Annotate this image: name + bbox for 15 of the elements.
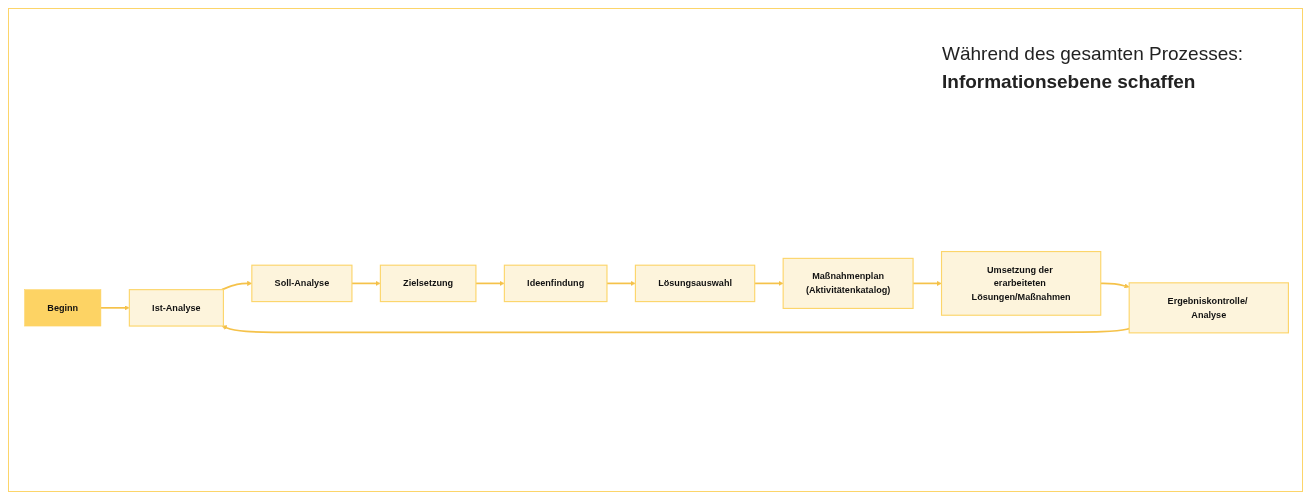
node-box: Ergebniskontrolle/ Analyse <box>1128 282 1289 334</box>
arrow <box>606 281 636 287</box>
node-box: Lösungsauswahl <box>634 264 756 303</box>
node-box: Soll-Analyse <box>251 264 353 303</box>
arrow <box>351 281 381 287</box>
arrow <box>475 281 505 287</box>
note-text: Während des gesamten Prozesses: <box>942 42 1243 66</box>
arrow <box>100 305 130 311</box>
note-text: Informationsebene schaffen <box>942 70 1197 94</box>
node-box: Umsetzung der erarbeiteten Lösungen/Maßnahmen <box>940 251 1102 317</box>
node-box: Ist-Analyse <box>128 289 224 327</box>
node-box: Ideenfindung <box>503 264 608 303</box>
node-box: Maßnahmenplan (Aktivitätenkatalog) <box>782 258 914 310</box>
node-box: Beginn <box>24 289 102 327</box>
node-box: Zielsetzung <box>379 264 477 303</box>
